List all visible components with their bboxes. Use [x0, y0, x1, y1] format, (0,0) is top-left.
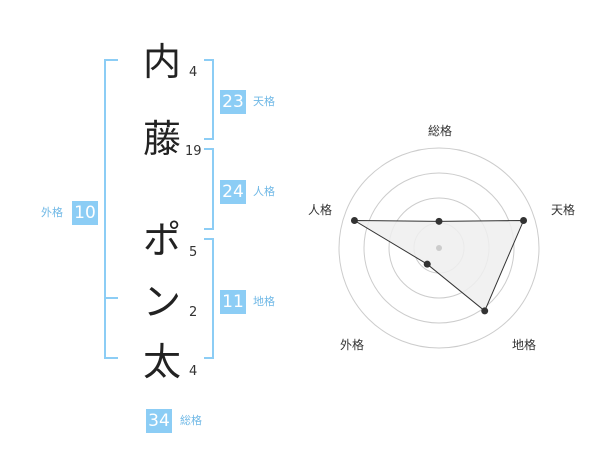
stroke-count-4: 2: [189, 305, 198, 320]
radar-axis-label-soukaku: 総格: [428, 124, 453, 138]
soukaku-label: 総格: [180, 414, 202, 427]
tenkaku-badge: 23: [220, 90, 246, 114]
stroke-count-2: 19: [185, 144, 202, 159]
tenkaku-label: 天格: [253, 95, 275, 108]
jinkaku-badge: 24: [220, 180, 246, 204]
radar-point-0: [435, 217, 443, 225]
radar-axis-label-gaikaku: 外格: [340, 338, 365, 352]
radar-point-3: [423, 260, 431, 268]
radar-center-point: [436, 245, 442, 251]
gaikaku-bracket: [104, 59, 118, 359]
radar-grid-ring: [363, 172, 515, 324]
chikaku-badge: 11: [220, 290, 246, 314]
stroke-count-5: 4: [189, 364, 198, 379]
radar-data-polygon: [352, 220, 525, 312]
name-char-1: 内: [142, 40, 181, 84]
stroke-count-3: 5: [189, 245, 198, 260]
tenkaku-bracket: [204, 59, 214, 140]
radar-axis-label-tenkaku: 天格: [551, 203, 576, 217]
jinkaku-label: 人格: [253, 185, 275, 198]
radar-point-2: [481, 307, 489, 315]
name-char-2: 藤: [142, 117, 181, 161]
radar-point-1: [520, 217, 528, 225]
chikaku-bracket: [204, 238, 214, 359]
stroke-count-1: 4: [189, 65, 198, 80]
gaikaku-badge: 10: [72, 201, 98, 225]
name-char-3: ポ: [142, 218, 181, 262]
name-char-5: 太: [142, 340, 181, 384]
radar-axis-label-chikaku: 地格: [512, 338, 537, 352]
radar-grid-ring: [338, 147, 540, 349]
gaikaku-label: 外格: [41, 206, 63, 219]
chikaku-label: 地格: [253, 295, 275, 308]
jinkaku-bracket: [204, 148, 214, 230]
soukaku-badge: 34: [146, 409, 172, 433]
radar-point-4: [350, 217, 358, 225]
name-char-4: ン: [142, 280, 181, 324]
radar-axis-label-jinkaku: 人格: [308, 203, 333, 217]
